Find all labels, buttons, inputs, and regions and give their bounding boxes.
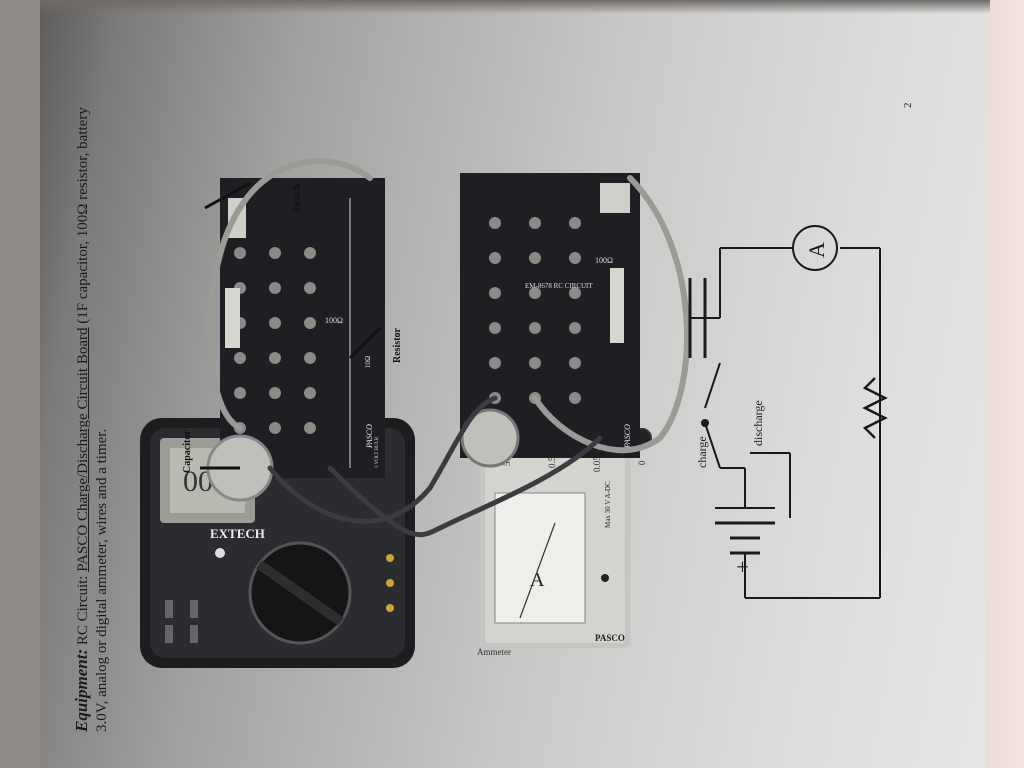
circuit-board-right: EM-8678 RC CIRCUIT 100Ω PASCO [460, 173, 640, 468]
label-arrows [200, 181, 382, 470]
ammeter-terminal-5: 5 [502, 461, 512, 466]
label-resistor: Resistor [392, 327, 403, 363]
board-left-brand: PASCO [365, 424, 374, 449]
schematic-ammeter-symbol: A [804, 242, 829, 258]
board-left-resistor-value-2: 10Ω [364, 356, 372, 368]
schematic-discharge-label: discharge [751, 400, 765, 446]
ammeter-dial-letter: A [530, 569, 545, 591]
board-right-brand: PASCO [623, 424, 632, 449]
ammeter-title: Ammeter [477, 647, 511, 657]
label-switch: Switch [292, 184, 303, 213]
ammeter-terminal-0-05: 0.05 [592, 456, 602, 472]
wires [207, 158, 690, 538]
schematic [688, 225, 888, 599]
paper-shadow [40, 0, 990, 14]
board-right-title: EM-8678 RC CIRCUIT [525, 282, 593, 290]
board-right-resistor-value: 100Ω [595, 256, 613, 265]
circuit-board-left: 100Ω PASCO 3 VOLT BULB 10Ω [206, 178, 385, 502]
schematic-battery-plus: + [730, 561, 755, 573]
ammeter-brand: PASCO [595, 633, 625, 643]
label-capacitor: Capacitor [182, 430, 193, 473]
schematic-charge-label: charge [695, 436, 709, 468]
board-left-resistor-value: 100Ω [325, 316, 343, 325]
ammeter-max-rating: Max 30 V A-DC [604, 481, 612, 528]
ammeter-terminal-0: 0 [637, 460, 647, 465]
ammeter: A Ammeter PASCO 5 0.5 0.05 0 C E Max 30 … [470, 408, 652, 657]
multimeter-brand: EXTECH [210, 526, 265, 541]
board-left-battery-label: 3 VOLT BULB [375, 436, 380, 468]
ammeter-terminal-0-5: 0.5 [547, 456, 557, 468]
